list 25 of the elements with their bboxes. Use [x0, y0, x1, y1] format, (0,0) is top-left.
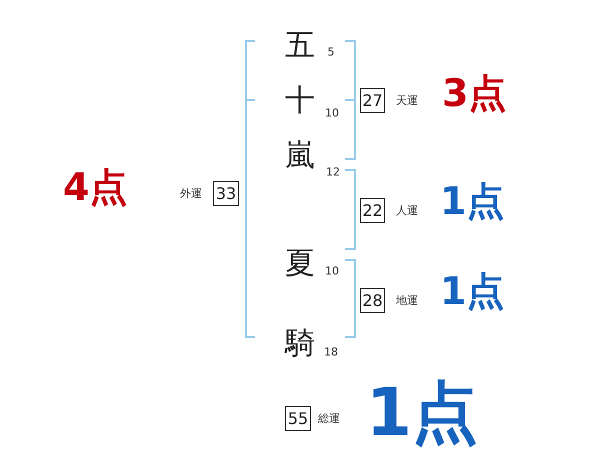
- stroke-count: 12: [326, 166, 340, 178]
- fortune-label: 人運: [396, 205, 418, 216]
- fortune-label: 天運: [396, 95, 418, 106]
- score-text: 3点: [442, 74, 506, 112]
- fortune-label: 外運: [180, 188, 202, 199]
- fortune-label: 総運: [318, 413, 340, 424]
- score-text: 4点: [63, 168, 128, 206]
- score-text: 1点: [440, 272, 504, 310]
- stroke-count: 5: [328, 46, 334, 58]
- fortune-label: 地運: [396, 295, 418, 306]
- name-character: 十: [285, 86, 315, 116]
- name-character: 夏: [285, 249, 315, 279]
- sum-box: 27: [360, 88, 385, 113]
- sum-box: 28: [360, 288, 385, 313]
- sum-box: 22: [360, 198, 385, 223]
- score-text: 1点: [366, 380, 478, 446]
- stroke-count: 10: [325, 108, 339, 118]
- stroke-count: 10: [325, 266, 339, 276]
- sum-box: 55: [285, 406, 311, 431]
- name-character: 騎: [285, 329, 315, 359]
- stroke-count: 18: [324, 346, 338, 358]
- name-character: 嵐: [285, 141, 315, 171]
- name-character: 五: [285, 31, 315, 61]
- sum-box: 33: [213, 181, 239, 206]
- score-text: 1点: [440, 182, 504, 220]
